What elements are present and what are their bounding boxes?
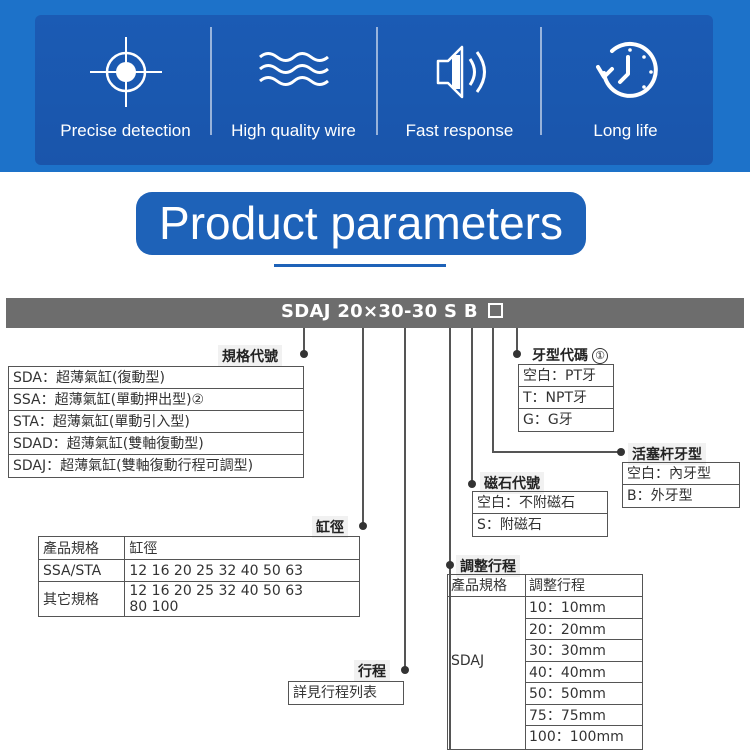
list-item: G：G牙 xyxy=(523,412,573,428)
marker-dot xyxy=(468,480,476,488)
feature-label: Fast response xyxy=(405,121,514,140)
table-cell: 12 16 20 25 32 40 50 63 xyxy=(124,559,360,582)
feature-panel: Precise detection High quality wire Fast… xyxy=(35,15,713,165)
list-item: 75：75mm xyxy=(526,705,642,726)
list-item: 30：30mm xyxy=(526,640,642,662)
list-item: SDAJ：超薄氣缸(雙軸復動行程可調型) xyxy=(13,458,254,474)
adjust-tag: 調整行程 xyxy=(456,555,520,577)
table-row: SSA/STA 12 16 20 25 32 40 50 63 xyxy=(37,559,360,582)
code-rod: B xyxy=(463,301,478,322)
title-underline xyxy=(274,264,446,267)
code-times: × xyxy=(362,301,379,322)
series-code-list: SDA：超薄氣缸(復動型) SSA：超薄氣缸(單動押出型)② STA：超薄氣缸(… xyxy=(8,366,304,478)
clock-icon xyxy=(595,41,658,98)
code-dash: - xyxy=(404,301,412,322)
wave-icon xyxy=(258,52,329,86)
list-item: 50：50mm xyxy=(526,683,642,705)
list-item: 空白：PT牙 xyxy=(519,365,613,387)
connector-bore xyxy=(362,328,364,524)
magnet-list: 空白：不附磁石 S：附磁石 xyxy=(472,491,608,537)
adjust-table: 產品規格 調整行程 SDAJ 10：10mm 20：20mm 30：30mm 4… xyxy=(447,574,643,750)
code-bore: 20 xyxy=(337,301,363,322)
marker-dot xyxy=(617,448,625,456)
rod-thread-tag: 活塞杆牙型 xyxy=(628,443,706,465)
list-item: 空白：不附磁石 xyxy=(473,492,607,514)
feature-label: Precise detection xyxy=(60,121,191,140)
list-item: 100：100mm xyxy=(529,729,624,745)
code-stroke: 30 xyxy=(378,301,405,322)
table-header: 缸徑 xyxy=(124,536,360,560)
stroke-value: 詳見行程列表 xyxy=(293,685,377,701)
code-series: SDAJ xyxy=(281,301,331,322)
magnet-tag: 磁石代號 xyxy=(480,472,544,494)
series-code-tag: 規格代號 xyxy=(218,345,282,367)
code-thread-box xyxy=(488,303,504,318)
model-code-bar xyxy=(6,298,744,328)
table-header: 產品規格 xyxy=(37,536,126,560)
table-header: 調整行程 xyxy=(526,575,642,597)
marker-dot xyxy=(401,666,409,674)
feature-long-life: Long life xyxy=(543,15,708,165)
list-item: SDA：超薄氣缸(復動型) xyxy=(9,367,303,389)
feature-banner: Precise detection High quality wire Fast… xyxy=(0,0,750,172)
feature-label: High quality wire xyxy=(231,121,356,140)
feature-fast-response: Fast response xyxy=(377,15,542,165)
marker-dot xyxy=(513,350,521,358)
feature-high-quality-wire: High quality wire xyxy=(211,15,376,165)
connector-rod-horizontal xyxy=(492,451,619,453)
code-magnet: S xyxy=(444,301,458,322)
list-item: 10：10mm xyxy=(526,597,642,619)
list-item: STA：超薄氣缸(單動引入型) xyxy=(9,411,303,433)
feature-label: Long life xyxy=(593,121,658,140)
list-item: SDAD：超薄氣缸(雙軸復動型) xyxy=(9,433,303,455)
list-item: B：外牙型 xyxy=(627,488,693,504)
page-title: Product parameters xyxy=(136,192,586,255)
stroke-box: 詳見行程列表 xyxy=(288,681,404,705)
divider xyxy=(376,27,378,135)
table-cell: SSA/STA xyxy=(37,559,126,582)
stroke-tag: 行程 xyxy=(354,660,390,682)
connector-series xyxy=(303,328,305,352)
rod-thread-list: 空白：內牙型 B：外牙型 xyxy=(622,462,740,508)
table-row: 其它規格 12 16 20 25 32 40 50 63 80 100 xyxy=(37,581,360,617)
marker-dot xyxy=(446,561,454,569)
marker-dot xyxy=(359,522,367,530)
marker-dot xyxy=(300,350,308,358)
bore-tag: 缸徑 xyxy=(312,516,348,538)
adjust-model: SDAJ xyxy=(448,597,526,749)
table-header: 產品規格 xyxy=(448,575,526,597)
connector-rod xyxy=(492,328,494,452)
feature-precise-detection: Precise detection xyxy=(43,15,208,165)
divider xyxy=(210,27,212,135)
list-item: S：附磁石 xyxy=(477,517,542,533)
connector-stroke xyxy=(404,328,406,668)
connector-magnet xyxy=(471,328,473,482)
connector-adjust xyxy=(449,328,451,750)
bore-table: 產品規格 缸徑 SSA/STA 12 16 20 25 32 40 50 63 … xyxy=(37,536,360,617)
table-cell: 其它規格 xyxy=(37,581,126,617)
list-item: 40：40mm xyxy=(526,662,642,683)
model-code: SDAJ 20×30-30 S B xyxy=(281,301,504,322)
list-item: SSA：超薄氣缸(單動押出型)② xyxy=(9,389,303,411)
table-cell: 12 16 20 25 32 40 50 63 80 100 xyxy=(124,581,360,617)
list-item: T：NPT牙 xyxy=(519,387,613,409)
crosshair-icon xyxy=(89,37,162,107)
connector-thread xyxy=(516,328,518,354)
adjust-list: 10：10mm 20：20mm 30：30mm 40：40mm 50：50mm … xyxy=(526,597,642,748)
thread-code-list: 空白：PT牙 T：NPT牙 G：G牙 xyxy=(518,364,614,432)
list-item: 空白：內牙型 xyxy=(623,463,739,485)
divider xyxy=(540,27,542,135)
table-row: 產品規格 缸徑 xyxy=(37,536,360,560)
code-adjust: 30 xyxy=(411,301,438,322)
speaker-icon xyxy=(436,45,486,99)
list-item: 20：20mm xyxy=(526,619,642,640)
